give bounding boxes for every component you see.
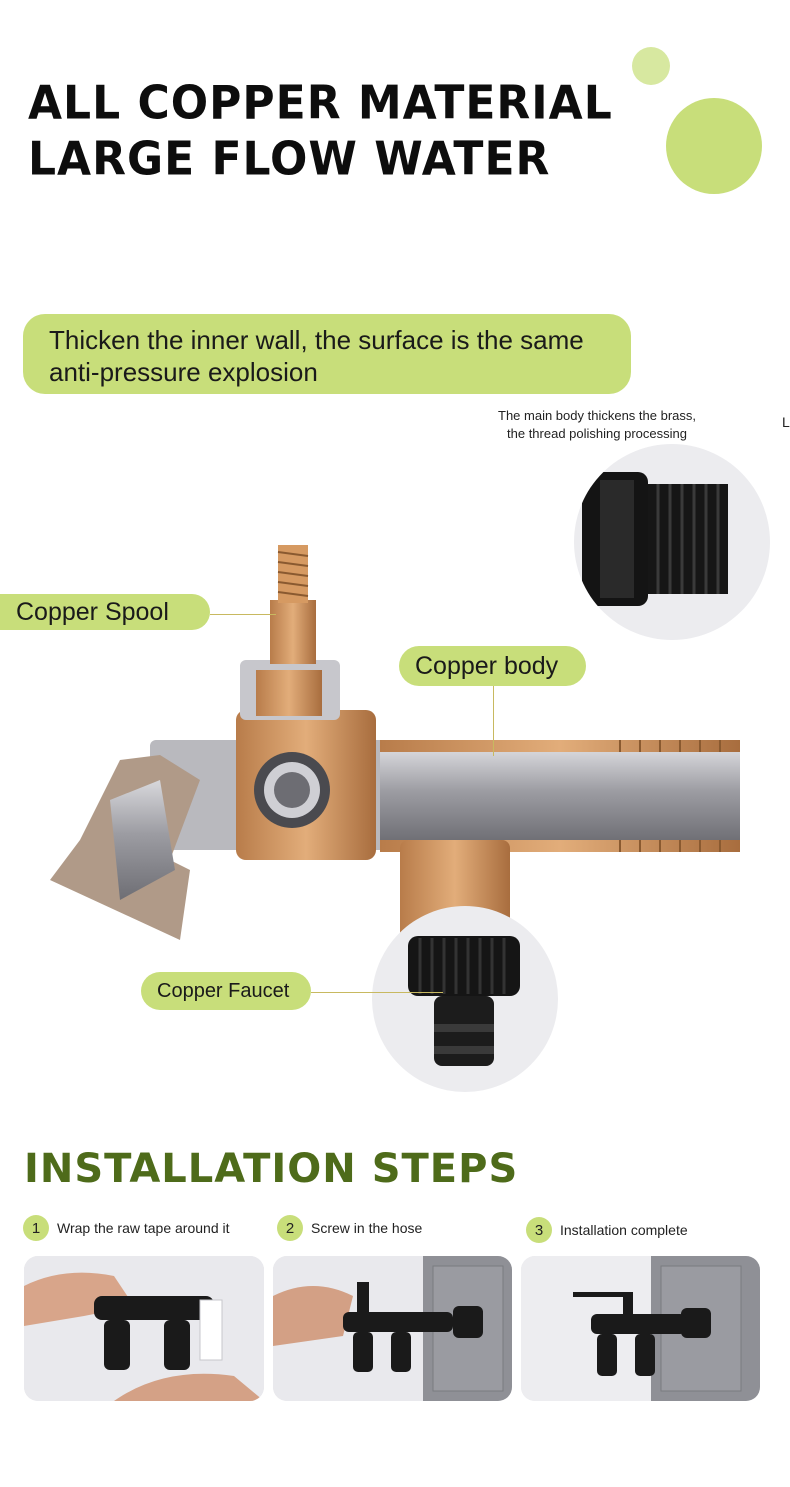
callout-copper-body: Copper body	[399, 646, 586, 686]
step-1-number: 1	[23, 1215, 49, 1241]
installed-faucet-illustration	[521, 1256, 760, 1401]
step-2-label: Screw in the hose	[311, 1220, 423, 1236]
decor-dot-large	[666, 98, 762, 194]
callout-copper-spool: Copper Spool	[0, 594, 210, 630]
callout-copper-faucet: Copper Faucet	[141, 972, 311, 1010]
step-2: 2 Screw in the hose	[277, 1215, 422, 1241]
step-3-photo	[521, 1256, 760, 1401]
heading-line-1: ALL COPPER MATERIAL	[28, 76, 613, 131]
callout-copper-spool-label: Copper Spool	[16, 597, 169, 626]
callout-copper-faucet-label: Copper Faucet	[157, 979, 290, 1002]
callout-copper-body-label: Copper body	[415, 651, 559, 680]
hose-screwing-illustration	[273, 1256, 512, 1401]
decor-dot-small	[632, 47, 670, 85]
faucet-cutaway-illustration	[50, 545, 740, 950]
threaded-plug-icon	[582, 472, 728, 606]
tape-wrapping-illustration	[24, 1256, 264, 1401]
leader-body	[493, 686, 494, 756]
step-3-label: Installation complete	[560, 1222, 688, 1238]
leader-spool	[210, 614, 276, 615]
step-1-label: Wrap the raw tape around it	[57, 1220, 230, 1236]
step-3-number: 3	[526, 1217, 552, 1243]
thread-fitting-image	[574, 444, 770, 640]
thread-note: The main body thickens the brass, the th…	[498, 408, 696, 441]
step-1: 1 Wrap the raw tape around it	[23, 1215, 230, 1241]
hose-connector-icon	[408, 936, 520, 1066]
edge-letter: L	[782, 414, 790, 430]
hose-connector-image	[372, 906, 558, 1092]
step-3: 3 Installation complete	[526, 1217, 688, 1243]
step-2-number: 2	[277, 1215, 303, 1241]
step-1-photo	[24, 1256, 264, 1401]
installation-title: INSTALLATION STEPS	[24, 1146, 519, 1192]
step-2-photo	[273, 1256, 512, 1401]
heading-line-2: LARGE FLOW WATER	[28, 132, 551, 187]
leader-faucet	[311, 992, 443, 993]
feature-banner: Thicken the inner wall, the surface is t…	[23, 314, 631, 394]
